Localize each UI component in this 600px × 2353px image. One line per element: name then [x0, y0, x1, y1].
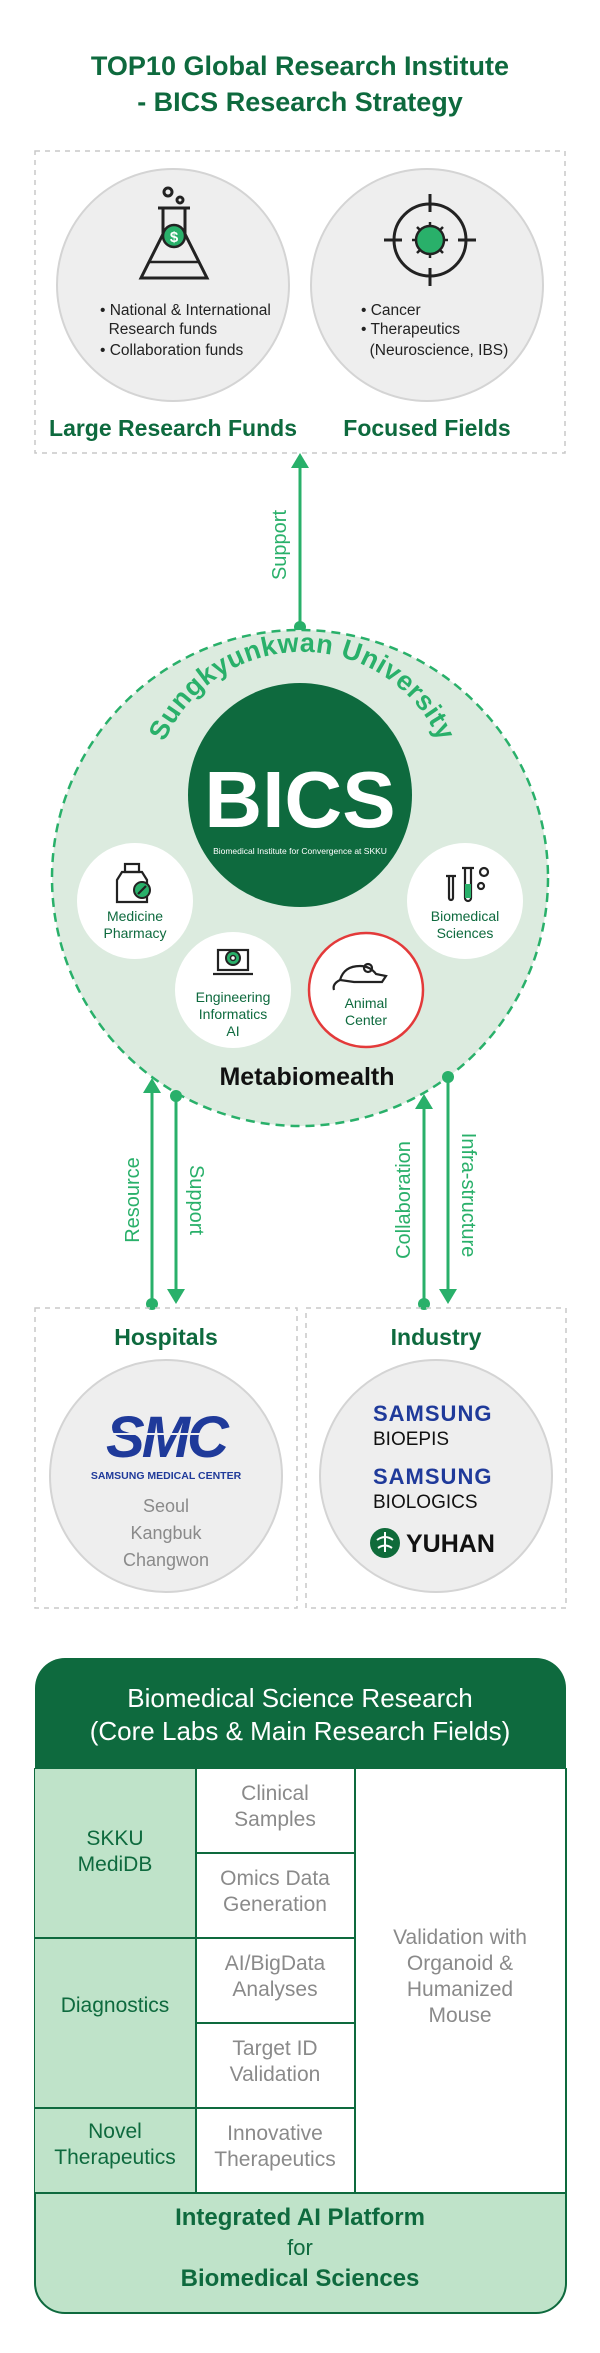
research-header-line1: Biomedical Science Research — [127, 1683, 472, 1713]
svg-text:$: $ — [170, 229, 179, 246]
title-line1: TOP10 Global Research Institute — [91, 51, 509, 81]
computer-gear-icon — [213, 948, 253, 976]
research-table — [34, 1658, 567, 2314]
focus-bullet-2: • Therapeutics — [361, 321, 460, 338]
collaboration-label: Collaboration — [393, 1141, 415, 1259]
medicine-line1: Medicine — [107, 908, 163, 924]
resource-arrow — [143, 1078, 161, 1310]
yuhan-logo-icon — [370, 1528, 400, 1558]
infrastructure-arrow — [439, 1071, 457, 1304]
engineering-line3: AI — [226, 1023, 239, 1039]
support-arrow-top — [291, 453, 309, 633]
support-label-top: Support — [269, 510, 291, 580]
hospital-site-1: Seoul — [143, 1496, 189, 1516]
metabiomealth-label: Metabiomealth — [219, 1063, 394, 1091]
item-clinical-line2: Samples — [234, 1808, 316, 1831]
animal-line2: Center — [345, 1012, 387, 1028]
footer-line3: Biomedical Sciences — [181, 2265, 420, 2292]
research-footer-bg — [35, 2193, 566, 2313]
focus-circle — [310, 168, 544, 402]
yuhan-logo-text: YUHAN — [406, 1530, 495, 1558]
title-line2: - BICS Research Strategy — [137, 87, 463, 117]
validation-line3: Humanized — [407, 1978, 513, 2001]
hospitals-circle — [49, 1359, 283, 1593]
validation-line4: Mouse — [428, 2004, 491, 2027]
samsung-biologics-top: SAMSUNG — [373, 1464, 492, 1489]
infrastructure-label: Infra-structure — [457, 1133, 479, 1257]
group-skku-line1: SKKU — [86, 1827, 143, 1850]
research-header-line2: (Core Labs & Main Research Fields) — [90, 1716, 511, 1746]
focus-bullet-1: • Cancer — [361, 302, 421, 319]
engineering-line2: Informatics — [199, 1006, 267, 1022]
item-target-line1: Target ID — [232, 2037, 317, 2060]
resource-label: Resource — [122, 1157, 144, 1243]
funds-bullet-3: • Collaboration funds — [100, 342, 244, 359]
item-clinical-line1: Clinical — [241, 1782, 309, 1805]
biomedical-line1: Biomedical — [431, 908, 499, 924]
funds-caption: Large Research Funds — [49, 415, 297, 441]
validation-line2: Organoid & — [407, 1952, 513, 1975]
industry-title: Industry — [391, 1324, 482, 1350]
animal-node — [307, 931, 425, 1049]
validation-line1: Validation with — [393, 1926, 527, 1949]
group-skku-line2: MediDB — [78, 1853, 153, 1876]
funds-bullet-2: Research funds — [100, 321, 217, 338]
bics-title: BICS — [204, 755, 395, 844]
item-innovative-line2: Therapeutics — [214, 2148, 335, 2171]
research-group-column — [35, 1768, 196, 2193]
animal-line1: Animal — [345, 995, 388, 1011]
item-omics-line1: Omics Data — [220, 1867, 330, 1890]
funds-circle — [56, 168, 290, 402]
flask-dollar-icon: $ — [138, 186, 210, 280]
group-diagnostics: Diagnostics — [61, 1994, 170, 2017]
bics-circle — [188, 683, 412, 907]
smc-logo: SMC — [106, 1405, 230, 1470]
medicine-bottle-icon — [115, 862, 151, 904]
engineering-node — [175, 932, 291, 1048]
item-ai-line2: Analyses — [232, 1978, 317, 2001]
item-innovative-line1: Innovative — [227, 2122, 323, 2145]
virus-target-icon — [384, 194, 476, 286]
item-ai-line1: AI/BigData — [225, 1952, 326, 1975]
footer-line2: for — [287, 2235, 313, 2260]
biomedical-line2: Sciences — [437, 925, 494, 941]
collaboration-arrow — [415, 1094, 433, 1310]
bics-subtitle: Biomedical Institute for Convergence at … — [213, 846, 387, 856]
engineering-line1: Engineering — [196, 989, 271, 1005]
footer-line1: Integrated AI Platform — [175, 2204, 425, 2231]
samsung-biologics-bottom: BIOLOGICS — [373, 1492, 478, 1513]
research-header-bg — [35, 1658, 566, 1768]
samsung-bioepis-top: SAMSUNG — [373, 1401, 492, 1426]
item-omics-line2: Generation — [223, 1893, 327, 1916]
funds-fields-box — [34, 150, 566, 454]
smc-logo-subtitle: SAMSUNG MEDICAL CENTER — [91, 1470, 242, 1482]
industry-box — [305, 1307, 567, 1609]
support-label-hospitals: Support — [185, 1165, 207, 1235]
mouse-icon — [332, 962, 388, 991]
item-target-line2: Validation — [230, 2063, 321, 2086]
hospitals-box — [34, 1307, 298, 1609]
samsung-bioepis-bottom: BIOEPIS — [373, 1429, 449, 1450]
group-novel-line2: Therapeutics — [54, 2146, 175, 2169]
funds-bullet-1: • National & International — [100, 302, 271, 319]
hospitals-title: Hospitals — [114, 1324, 218, 1350]
test-tubes-icon — [446, 866, 490, 903]
hospital-site-2: Kangbuk — [130, 1523, 202, 1543]
focus-caption: Focused Fields — [343, 415, 510, 441]
focus-bullet-3: (Neuroscience, IBS) — [361, 342, 508, 359]
support-arrow-hospitals — [167, 1090, 185, 1304]
group-novel-line1: Novel — [88, 2120, 142, 2143]
hospital-site-3: Changwon — [123, 1550, 209, 1570]
medicine-line2: Pharmacy — [103, 925, 166, 941]
